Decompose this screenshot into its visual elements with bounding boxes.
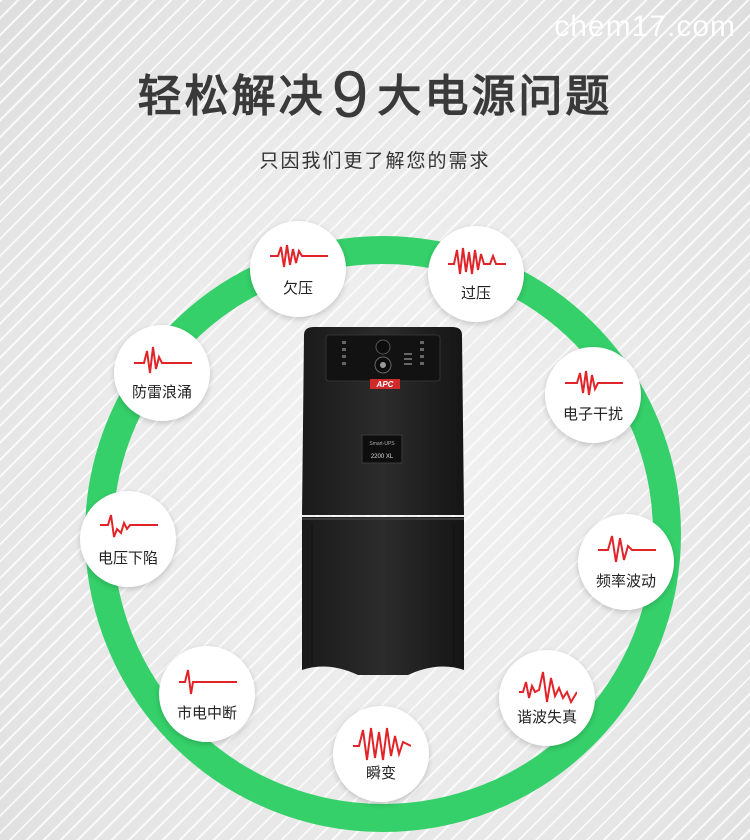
apc-logo	[370, 379, 400, 389]
problem-label: 防雷浪涌	[131, 383, 192, 401]
model-line-text: Smart-UPS	[369, 441, 395, 447]
problem-node-overvoltage: 过压	[428, 226, 524, 322]
page-subtitle: 只因我们更了解您的需求	[259, 150, 491, 172]
electronic-interference-wave-icon	[565, 370, 623, 396]
undervoltage-wave-icon	[270, 244, 328, 268]
problem-node-transient: 瞬变	[333, 706, 429, 802]
problem-label: 市电中断	[176, 704, 237, 722]
brand-text: APC	[376, 380, 394, 389]
problem-label: 频率波动	[595, 572, 656, 590]
problem-node-frequency-fluctuation: 频率波动	[578, 514, 674, 610]
problem-node-surge-protection: 防雷浪涌	[114, 325, 210, 421]
transient-wave-icon	[353, 727, 411, 761]
overvoltage-wave-icon	[448, 247, 506, 275]
title-prefix: 轻松解决	[137, 71, 326, 122]
surge-protection-wave-icon	[134, 346, 192, 374]
problem-label: 电子干扰	[562, 405, 623, 423]
problem-label: 过压	[460, 284, 491, 302]
problem-label: 谐波失真	[516, 708, 577, 726]
problem-label: 电压下陷	[97, 549, 158, 567]
problem-node-harmonic-distortion: 谐波失真	[499, 650, 595, 746]
problem-node-electronic-interference: 电子干扰	[545, 347, 641, 443]
problem-node-undervoltage: 欠压	[250, 221, 346, 317]
problem-node-voltage-sag: 电压下陷	[80, 491, 176, 587]
frequency-fluctuation-wave-icon	[598, 535, 656, 563]
title-number: 9	[331, 57, 372, 131]
problem-node-power-outage: 市电中断	[159, 646, 255, 742]
model-text: 2200 XL	[371, 454, 394, 460]
title-suffix: 大电源问题	[377, 71, 613, 122]
power-outage-wave-icon	[179, 669, 237, 695]
harmonic-distortion-wave-icon	[519, 671, 577, 705]
ups-product-image: APC Smart-UPS 2200 XL	[302, 327, 464, 675]
problem-label: 瞬变	[365, 764, 396, 782]
voltage-sag-wave-icon	[100, 514, 158, 538]
watermark: chem17.com	[554, 10, 736, 43]
problem-label: 欠压	[282, 279, 313, 297]
